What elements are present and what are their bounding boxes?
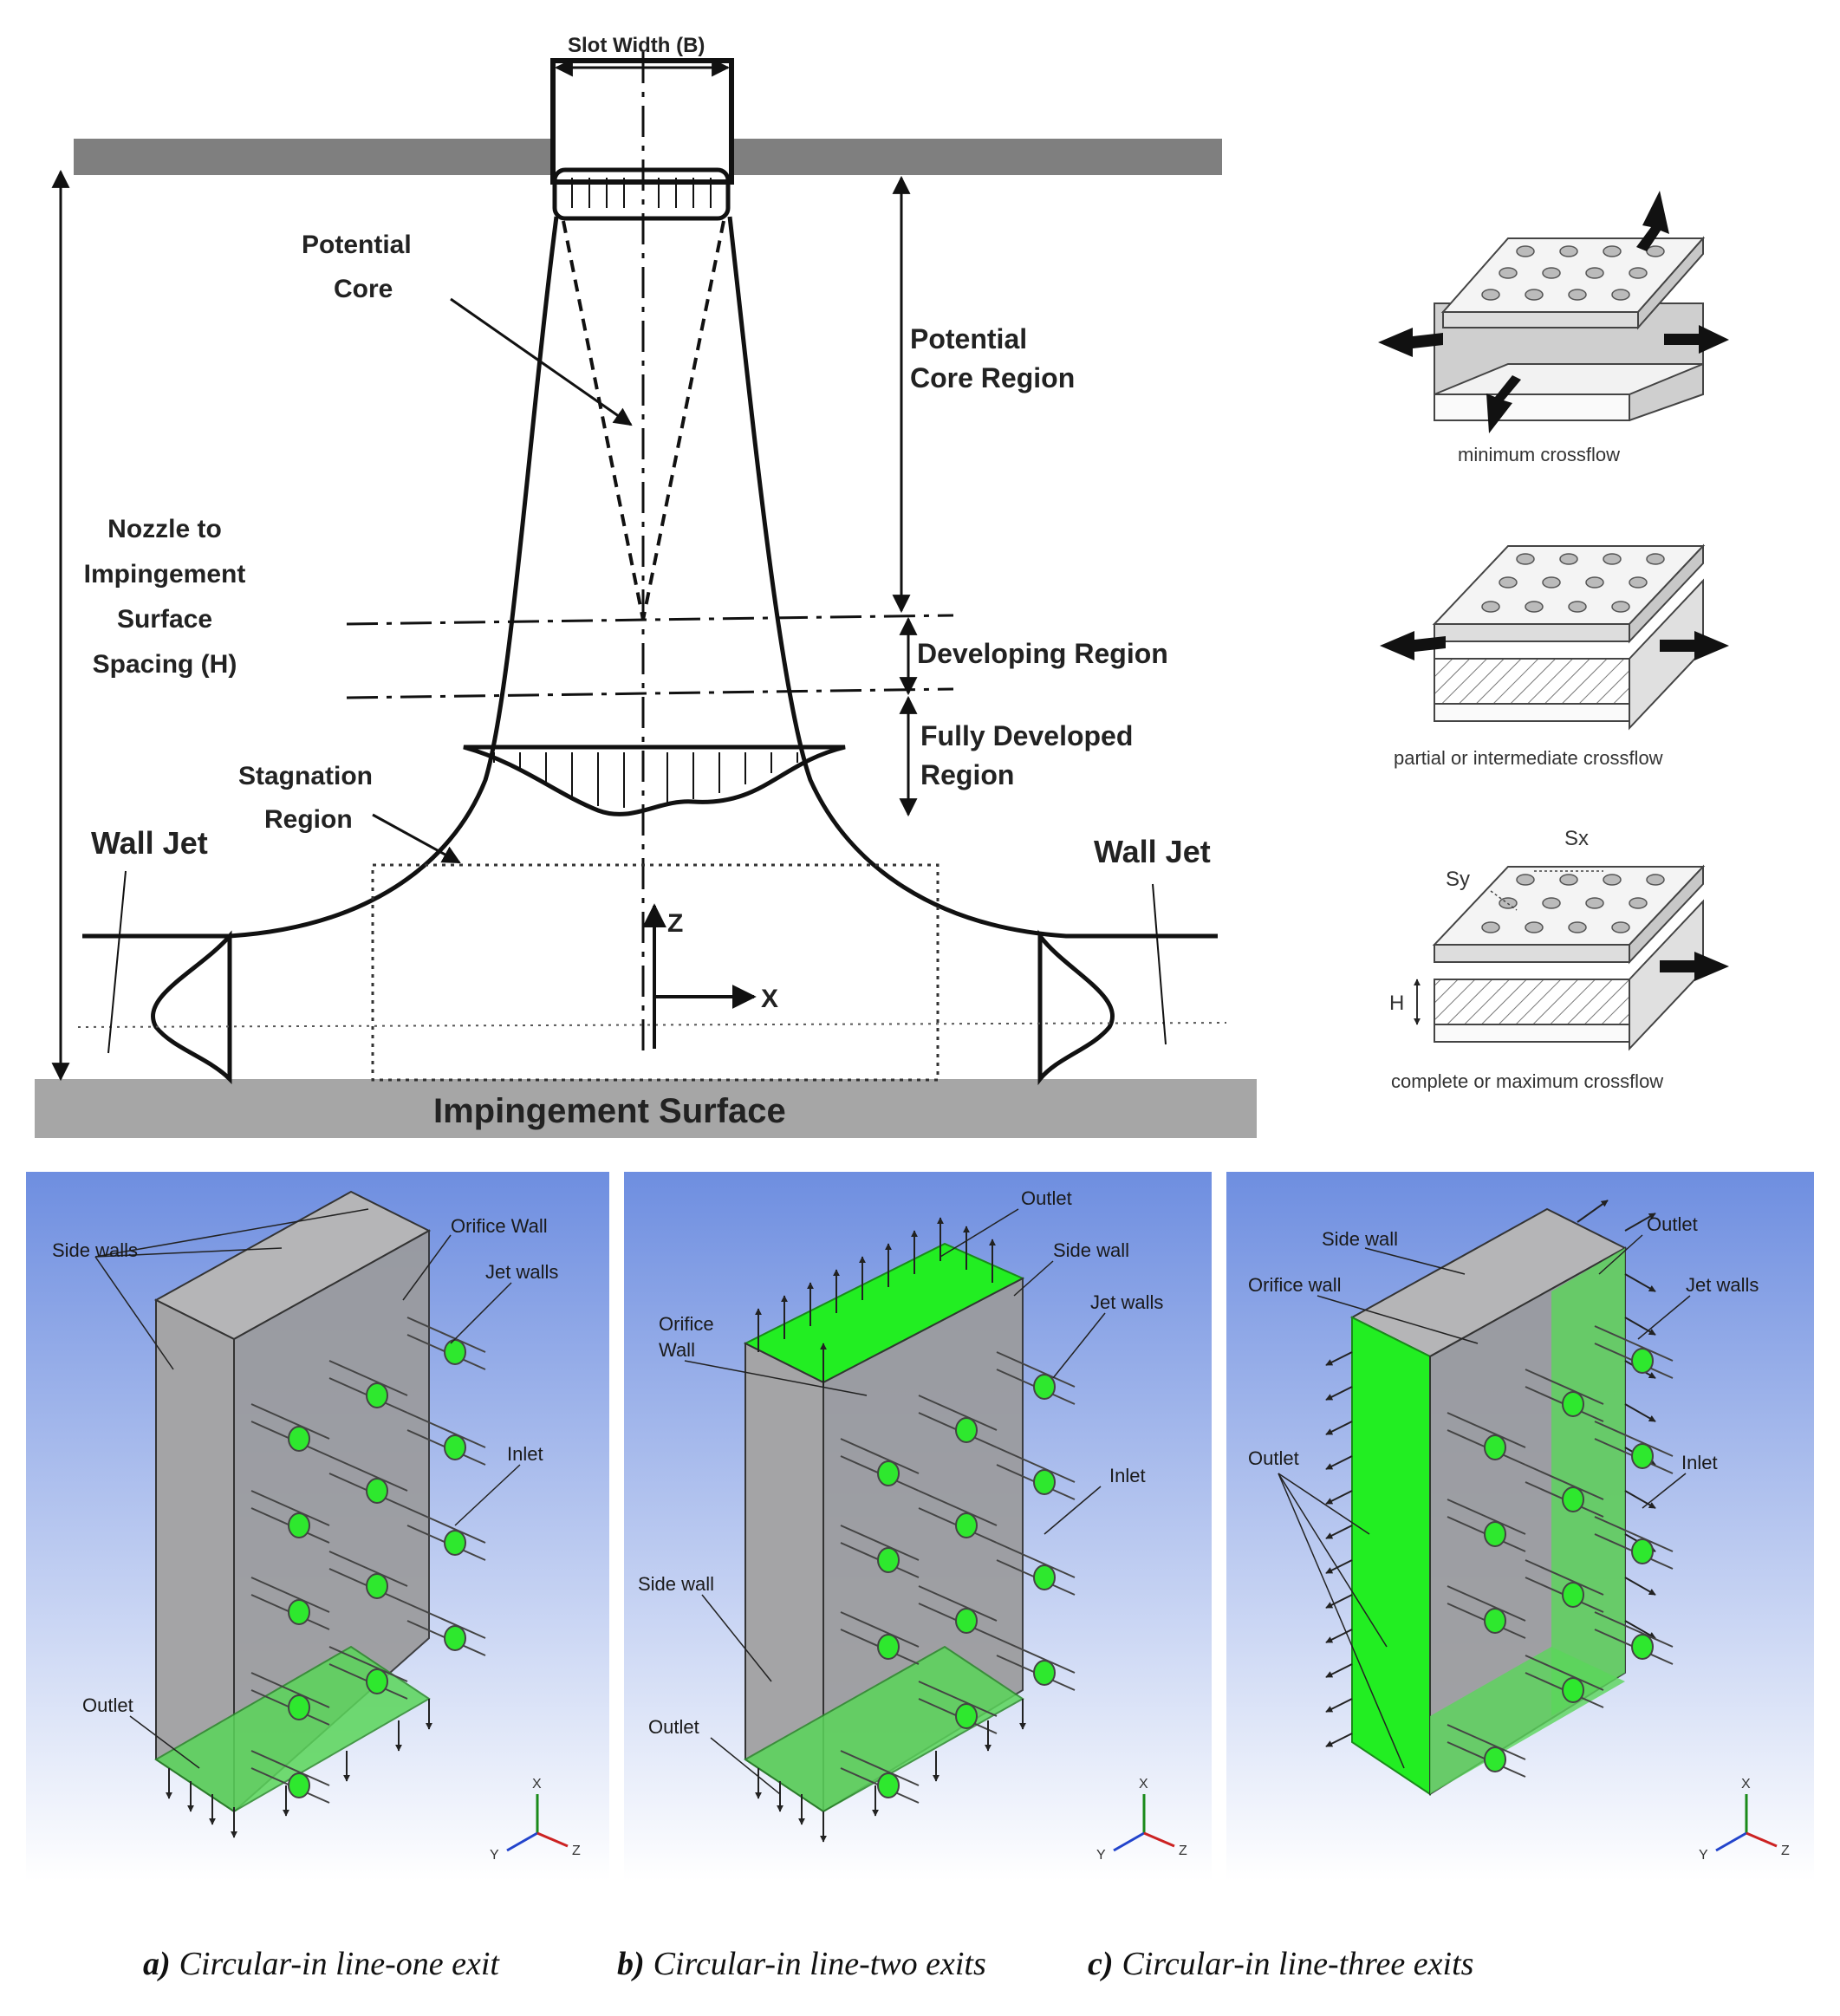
- sy-label: Sy: [1446, 868, 1470, 891]
- panel-b-side-wall-top-label: Side wall: [1053, 1239, 1129, 1261]
- exit-velocity-profile: [552, 167, 731, 221]
- panel-b-outlet-top-label: Outlet: [1021, 1187, 1072, 1209]
- panel-a: Side walls Orifice Wall Jet walls Inlet …: [26, 1172, 609, 1881]
- developing-region-label: Developing Region: [917, 638, 1168, 669]
- wall-jet-right-leader: [1152, 883, 1167, 1045]
- stagnation-leader: [372, 813, 461, 864]
- panel-c-triad-icon: X Y Z: [1699, 1777, 1790, 1863]
- developed-velocity-profile: [463, 745, 846, 816]
- panel-b-top-arrows: [755, 1217, 996, 1387]
- panel-c-side-wall-label: Side wall: [1322, 1228, 1398, 1250]
- panel-b-triad-icon: X Y Z: [1096, 1777, 1187, 1863]
- panel-b-side-wall-label: Side wall: [638, 1573, 714, 1595]
- impingement-surface-bar: [35, 1079, 1257, 1138]
- caption-a: a)Circular-in line-one exit: [143, 1946, 500, 1982]
- caption-b: b)Circular-in line-two exits: [617, 1946, 986, 1982]
- crossflow-minimum-label: minimum crossflow: [1458, 444, 1620, 465]
- panel-c-outlet-top-label: Outlet: [1647, 1213, 1698, 1235]
- panel-a-leaders: [94, 1208, 521, 1769]
- panel-a-triad-icon: X Y Z: [490, 1777, 581, 1863]
- panel-b-outlet-label: Outlet: [648, 1716, 699, 1738]
- developed-profile-arrows: [493, 752, 798, 808]
- x-axis-label: X: [761, 985, 778, 1013]
- svg-text:Y: Y: [490, 1848, 499, 1863]
- crossflow-partial: partial or intermediate crossflow: [1380, 543, 1729, 769]
- jet-boundary-left: [82, 216, 559, 939]
- caption-c: c)Circular-in line-three exits: [1088, 1946, 1473, 1982]
- panel-a-inlet-label: Inlet: [507, 1443, 543, 1465]
- crossflow-complete: Sx Sy H complete or maximum crossflow: [1389, 827, 1729, 1092]
- slot-width-label: Slot Width (B): [568, 34, 705, 57]
- crossflow-complete-label: complete or maximum crossflow: [1391, 1070, 1663, 1092]
- svg-text:Y: Y: [1699, 1848, 1708, 1863]
- crossflow-arrow-up-icon: [1636, 191, 1669, 251]
- complete-arrow-right-icon: [1660, 952, 1729, 981]
- panel-c: Side wall Outlet Orifice wall Jet walls …: [1226, 1172, 1814, 1881]
- svg-text:Z: Z: [1179, 1844, 1187, 1858]
- jet-diagram: Impingement Surface Slot Width (B): [35, 34, 1257, 1138]
- panel-b-inlet-label: Inlet: [1109, 1465, 1146, 1486]
- h-label: H: [1389, 992, 1404, 1015]
- wall-jet-left-label: Wall Jet: [91, 825, 208, 861]
- wall-jet-profile-left: [151, 930, 232, 1085]
- impingement-surface-label: Impingement Surface: [433, 1092, 786, 1130]
- svg-text:X: X: [1139, 1777, 1148, 1792]
- wall-jet-left-leader: [107, 870, 127, 1054]
- panel-b-jets: [840, 1351, 1076, 1804]
- panel-b-outlet-arrows: [755, 1699, 1026, 1843]
- panel-a-outlet-label: Outlet: [82, 1694, 133, 1716]
- wall-jet-profile-right: [1037, 929, 1115, 1086]
- crossflow-arrow-right-icon: [1664, 325, 1729, 354]
- potential-core-leader: [450, 297, 633, 426]
- panel-b-jet-walls-label: Jet walls: [1090, 1291, 1163, 1313]
- panel-c-jets: [1447, 1325, 1674, 1778]
- svg-text:X: X: [1741, 1777, 1751, 1792]
- crossflow-arrow-left-icon: [1378, 328, 1443, 357]
- panel-c-inlet-label: Inlet: [1681, 1452, 1718, 1473]
- potential-core-right: [641, 220, 725, 621]
- panel-a-outlet-arrows: [166, 1699, 432, 1838]
- panel-a-side-walls-label: Side walls: [52, 1239, 138, 1261]
- potential-core-left: [562, 220, 645, 621]
- panel-c-orifice-wall-label: Orifice wall: [1248, 1274, 1342, 1296]
- panel-c-jet-walls-label: Jet walls: [1686, 1274, 1759, 1296]
- crossflow-minimum: minimum crossflow: [1378, 191, 1729, 465]
- captions: a)Circular-in line-one exit b)Circular-i…: [143, 1946, 1473, 1982]
- panel-a-jets: [250, 1317, 486, 1804]
- crossflow-arrow-down-icon: [1486, 375, 1521, 433]
- partial-arrow-left-icon: [1380, 631, 1446, 660]
- panel-a-orifice-wall-label: Orifice Wall: [451, 1215, 548, 1237]
- svg-text:Z: Z: [1781, 1844, 1790, 1858]
- panel-b-leaders: [684, 1208, 1106, 1795]
- svg-text:Z: Z: [572, 1844, 581, 1858]
- panel-c-left-arrows: [1325, 1351, 1353, 1747]
- crossflow-partial-label: partial or intermediate crossflow: [1394, 747, 1663, 769]
- z-axis-label: Z: [667, 909, 683, 938]
- wall-jet-dotted-line: [77, 1022, 1227, 1028]
- developing-region-bottom-line: [346, 687, 954, 699]
- svg-text:Y: Y: [1096, 1848, 1106, 1863]
- partial-arrow-right-icon: [1660, 631, 1729, 660]
- panel-a-jet-walls-label: Jet walls: [485, 1261, 558, 1283]
- wall-jet-right-label: Wall Jet: [1094, 834, 1211, 869]
- panel-c-leaders: [1278, 1234, 1691, 1769]
- svg-text:X: X: [532, 1777, 542, 1792]
- exit-profile-arrows: [571, 178, 712, 208]
- panel-c-outlet-left-label: Outlet: [1248, 1447, 1299, 1469]
- developing-region-top-line: [346, 614, 954, 626]
- panel-c-outlet-left: [1351, 1316, 1431, 1796]
- sx-label: Sx: [1564, 827, 1589, 850]
